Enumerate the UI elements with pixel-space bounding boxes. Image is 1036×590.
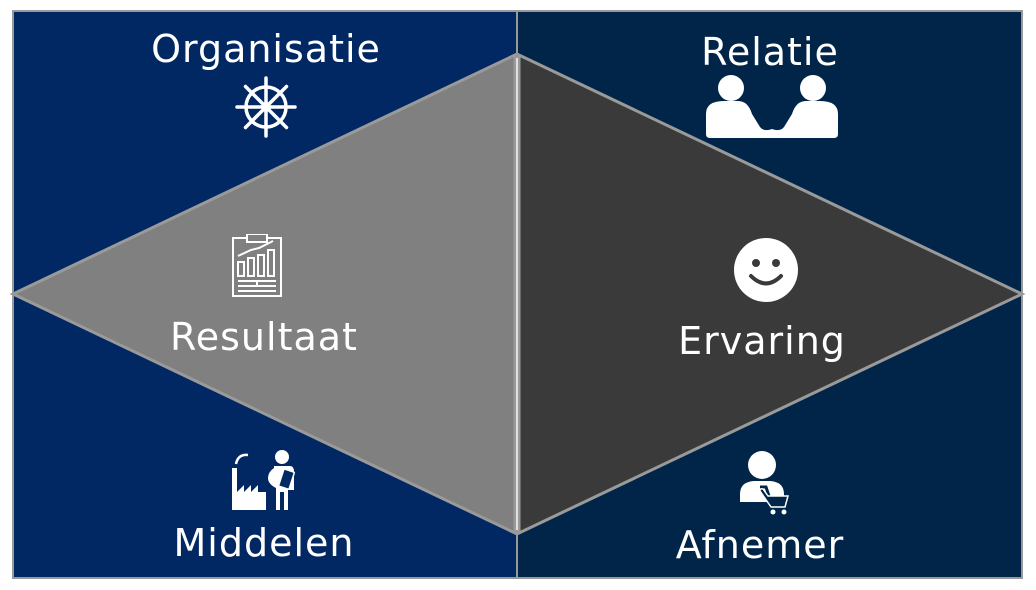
triangle-left-resultaat: [9, 52, 517, 536]
clipboard-chart-icon: [232, 234, 282, 297]
label-organisatie: Organisatie: [151, 27, 381, 71]
label-afnemer: Afnemer: [675, 523, 845, 567]
label-middelen: Middelen: [173, 521, 355, 565]
label-resultaat: Resultaat: [170, 315, 358, 359]
ship-wheel-icon: [235, 76, 297, 138]
handshake-people-icon: [706, 75, 838, 138]
label-relatie: Relatie: [701, 30, 839, 74]
smiley-face-icon: [734, 238, 798, 302]
factory-worker-icon: [232, 450, 295, 510]
label-ervaring: Ervaring: [678, 319, 846, 363]
customer-cart-icon: [740, 451, 789, 515]
